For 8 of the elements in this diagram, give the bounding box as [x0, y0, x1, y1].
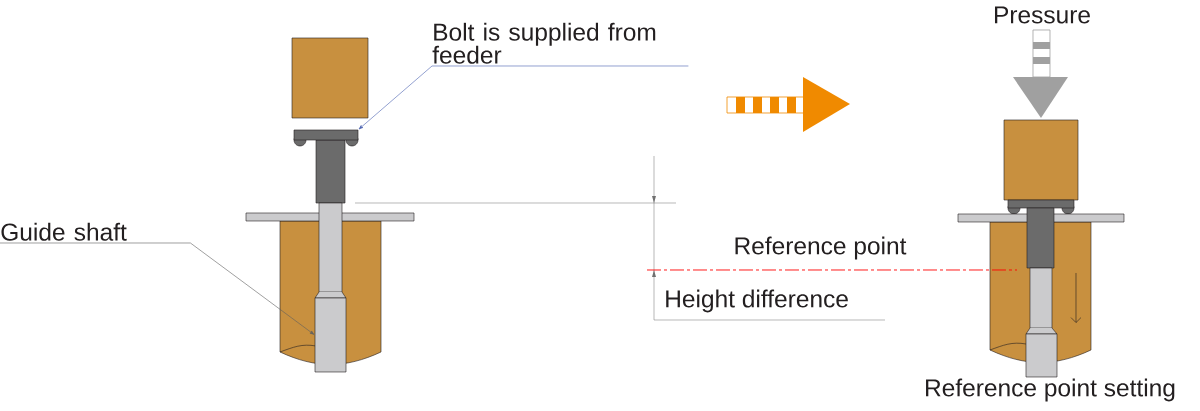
leader-line	[0, 242, 315, 335]
text-label: Reference point setting	[926, 378, 1175, 402]
leader-line	[358, 65, 689, 130]
callout-text: Bolt is supplied from feeder	[432, 22, 656, 64]
text-label: Reference point	[735, 236, 907, 260]
text-label: Height difference	[666, 289, 848, 313]
callout-text: Guide shaft	[1, 222, 127, 241]
text-label: Pressure	[995, 6, 1090, 24]
